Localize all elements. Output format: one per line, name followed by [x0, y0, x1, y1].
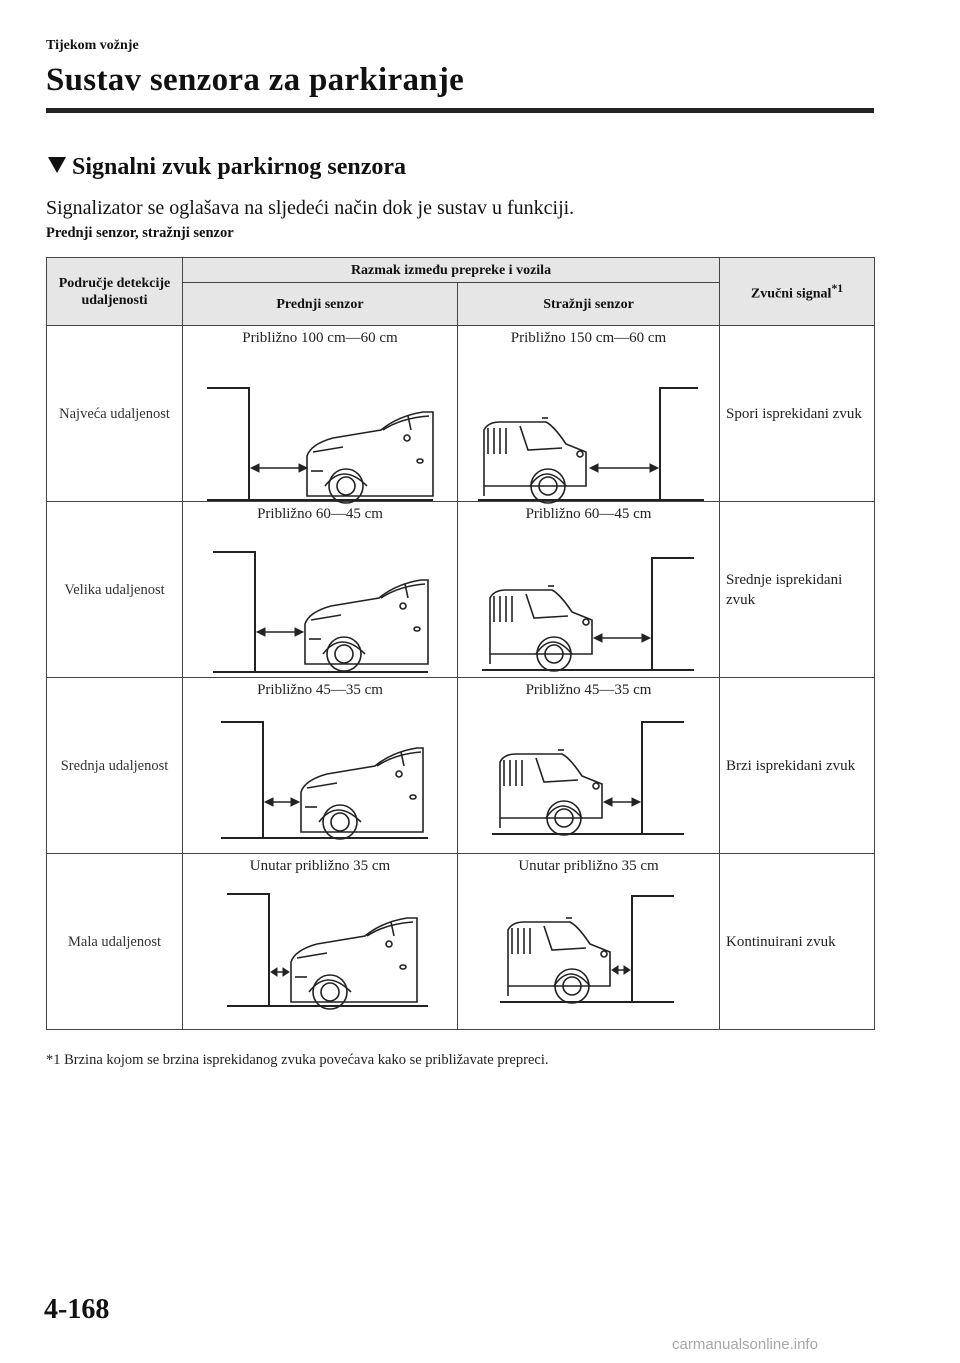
header-signal-text: Zvučni signal — [750, 286, 832, 302]
zone-cell: Srednja udaljenost — [46, 677, 183, 854]
footnote: *1 Brzina kojom se brzina isprekidanog z… — [46, 1052, 549, 1068]
obstacle-wall — [213, 551, 256, 672]
page-number: 4-168 — [44, 1294, 110, 1325]
distance-arrow — [592, 633, 652, 643]
watermark: carmanualsonline.info — [672, 1336, 818, 1353]
section-heading: Signalni zvuk parkirnog senzora — [48, 154, 406, 181]
distance-arrow — [602, 797, 642, 807]
triangle-bullet-icon — [48, 157, 66, 173]
table-row: Srednja udaljenost Približno 45—35 cm Pr… — [46, 677, 876, 854]
signal-cell: Srednje isprekidani zvuk — [719, 501, 876, 678]
car-front-facing-left — [300, 747, 424, 840]
rear-sensor-diagram — [478, 387, 704, 504]
front-diagram-cell: Unutar približno 35 cm — [182, 853, 458, 1030]
rear-diagram-cell: Unutar približno 35 cm — [456, 853, 721, 1030]
page-title: Sustav senzora za parkiranje — [46, 62, 465, 98]
obstacle-wall — [221, 721, 264, 838]
car-rear-facing-right — [483, 417, 587, 504]
car-front-facing-left — [304, 579, 429, 672]
signal-cell: Kontinuirani zvuk — [719, 853, 876, 1030]
header-signal: Zvučni signal*1 — [719, 257, 876, 326]
car-rear-facing-right — [507, 917, 611, 1004]
header-divider — [46, 108, 874, 113]
rear-diagram-cell: Približno 45—35 cm — [456, 677, 721, 854]
front-sensor-diagram — [207, 387, 434, 504]
obstacle-wall — [227, 893, 270, 1006]
rear-diagram-cell: Približno 150 cm—60 cm — [456, 325, 721, 504]
rear-distance-label: Približno 150 cm—60 cm — [510, 330, 667, 346]
obstacle-wall — [631, 895, 674, 1002]
rear-sensor-diagram — [492, 721, 684, 836]
rear-distance-label: Približno 60—45 cm — [525, 506, 652, 522]
zone-cell: Velika udaljenost — [46, 501, 183, 678]
header-distance: Razmak između prepreke i vozila — [181, 257, 721, 283]
distance-arrow — [255, 627, 305, 637]
rear-distance-label: Približno 45—35 cm — [525, 682, 652, 698]
front-diagram-cell: Približno 100 cm—60 cm — [182, 325, 458, 504]
obstacle-wall — [659, 387, 698, 500]
zone-cell: Najveća udaljenost — [46, 325, 183, 502]
distance-arrow — [249, 463, 309, 473]
rear-distance-label: Unutar približno 35 cm — [518, 858, 659, 874]
obstacle-wall — [641, 721, 684, 834]
distance-arrow — [263, 797, 301, 807]
intro-text: Signalizator se oglašava na sljedeći nač… — [46, 197, 575, 219]
car-front-facing-left — [306, 411, 434, 504]
zone-cell: Mala udaljenost — [46, 853, 183, 1030]
front-distance-label: Približno 60—45 cm — [257, 506, 383, 522]
signal-cell: Spori isprekidani zvuk — [719, 325, 876, 502]
rear-sensor-diagram — [500, 895, 674, 1004]
obstacle-wall — [207, 387, 250, 500]
subheading: Prednji senzor, stražnji senzor — [46, 225, 234, 241]
header-rear: Stražnji senzor — [456, 282, 721, 326]
car-rear-facing-right — [489, 585, 593, 672]
header-front: Prednji senzor — [182, 282, 458, 326]
footnote-marker: *1 — [831, 282, 844, 296]
front-sensor-diagram — [221, 721, 428, 840]
distance-arrow — [270, 967, 290, 977]
section-heading-text: Signalni zvuk parkirnog senzora — [72, 154, 407, 180]
front-sensor-diagram — [213, 551, 429, 673]
front-diagram-cell: Približno 45—35 cm — [182, 677, 458, 854]
signal-cell: Brzi isprekidani zvuk — [719, 677, 876, 854]
section-header: Tijekom vožnje — [46, 38, 139, 53]
sensor-table: Područje detekcije udaljenosti Razmak iz… — [46, 257, 876, 1030]
distance-arrow — [588, 463, 660, 473]
table-row: Najveća udaljenost Približno 100 cm—60 c… — [46, 325, 876, 504]
rear-sensor-diagram — [482, 557, 694, 672]
car-front-facing-left — [290, 917, 418, 1010]
car-rear-facing-right — [499, 749, 603, 836]
distance-arrow — [611, 965, 631, 975]
front-diagram-cell: Približno 60—45 cm — [182, 501, 458, 678]
front-sensor-diagram — [227, 893, 428, 1010]
front-distance-label: Približno 45—35 cm — [257, 682, 383, 698]
front-distance-label: Unutar približno 35 cm — [249, 858, 391, 874]
header-zone: Područje detekcije udaljenosti — [46, 257, 183, 326]
rear-diagram-cell: Približno 60—45 cm — [456, 501, 721, 678]
table-row: Mala udaljenost Unutar približno 35 cm U… — [46, 853, 876, 1030]
obstacle-wall — [651, 557, 694, 670]
table-row: Velika udaljenost Približno 60—45 cm Pri… — [46, 501, 876, 678]
front-distance-label: Približno 100 cm—60 cm — [242, 330, 398, 346]
